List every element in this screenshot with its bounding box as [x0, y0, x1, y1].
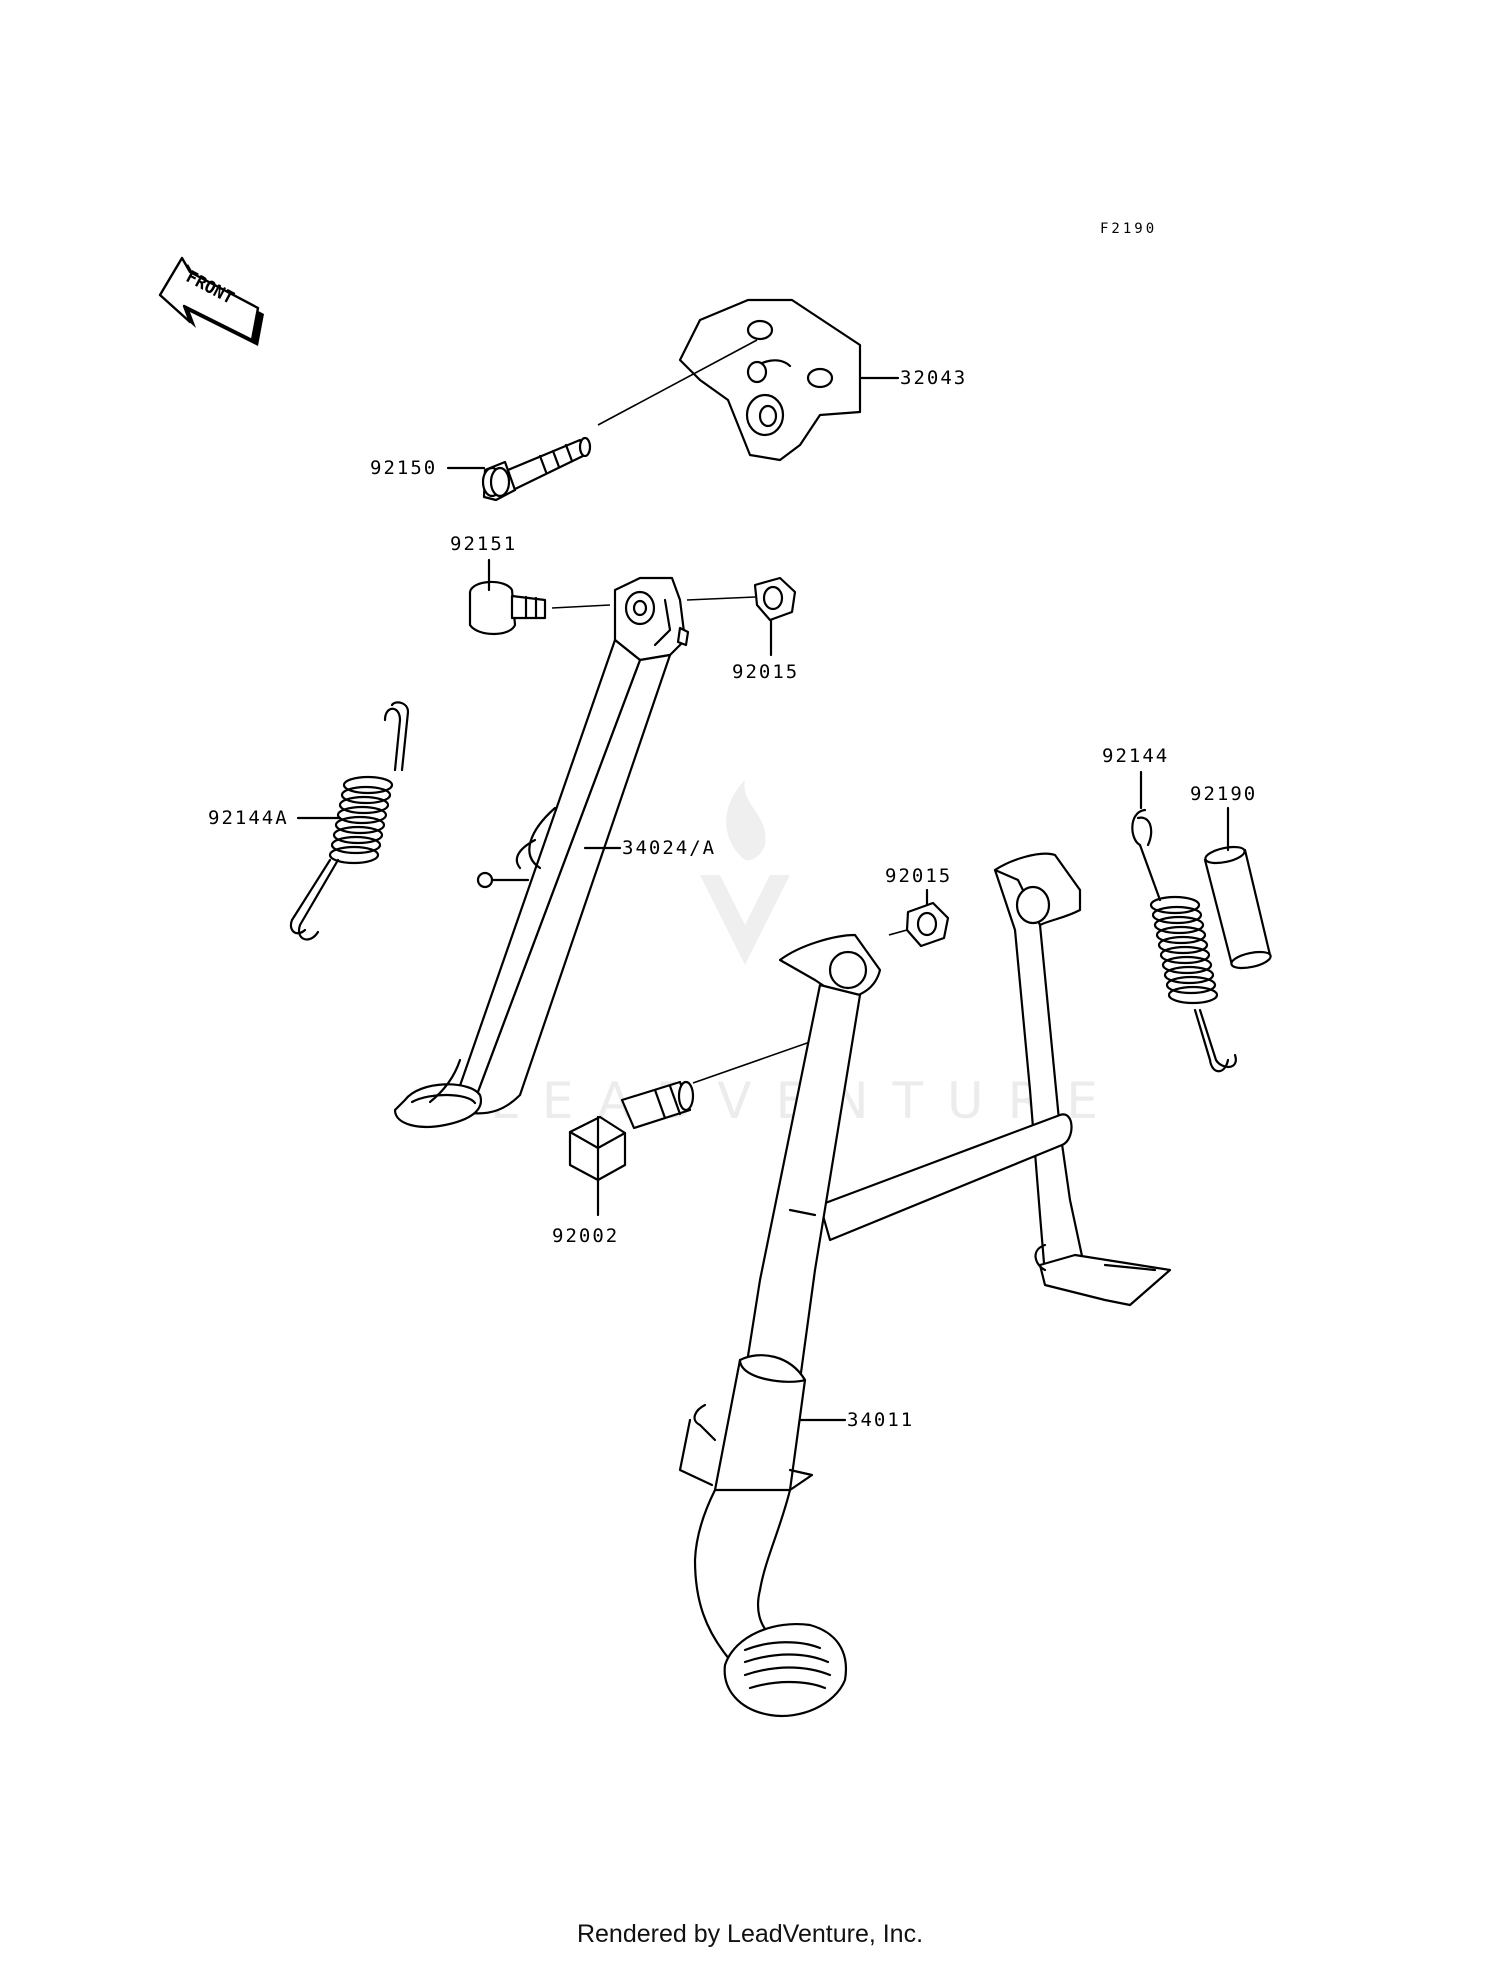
watermark-flame-icon: [726, 780, 766, 861]
callout-92015-top: 92015: [732, 661, 799, 683]
callout-92151: 92151: [450, 533, 517, 555]
callout-92150: 92150: [370, 457, 437, 479]
callout-92190: 92190: [1190, 783, 1257, 805]
callout-92144: 92144: [1102, 745, 1169, 767]
callout-32043: 32043: [900, 367, 967, 389]
assembly-line-nut-mid: [888, 929, 908, 936]
callout-92002: 92002: [552, 1225, 619, 1247]
bolt-92151: [468, 580, 547, 636]
callout-34024a: 34024/A: [622, 837, 716, 859]
callout-34011: 34011: [847, 1409, 914, 1431]
callout-92144a: 92144A: [208, 807, 289, 829]
watermark-logo-icon: [700, 875, 790, 965]
center-stand-34011: [678, 852, 1172, 1718]
callout-92015-mid: 92015: [885, 865, 952, 887]
nut-92015-top: [753, 576, 797, 622]
bracket-32043: [678, 298, 862, 462]
nut-92015-mid: [905, 901, 950, 948]
figure-code: F2190: [1100, 221, 1157, 237]
spring-92144: [1131, 808, 1237, 1073]
assembly-line-92150: [597, 339, 758, 426]
side-stand-34024a: [393, 576, 690, 1128]
collar-92190: [1203, 845, 1272, 970]
assembly-line-92151: [551, 604, 611, 609]
bolt-92002: [568, 1080, 695, 1182]
bolt-92150: [481, 436, 592, 502]
spring-92144a: [289, 701, 410, 941]
footer-credit: Rendered by LeadVenture, Inc.: [576, 1920, 924, 1948]
front-arrow-icon: FRONT: [158, 256, 264, 346]
assembly-line-nut-top: [686, 596, 756, 601]
